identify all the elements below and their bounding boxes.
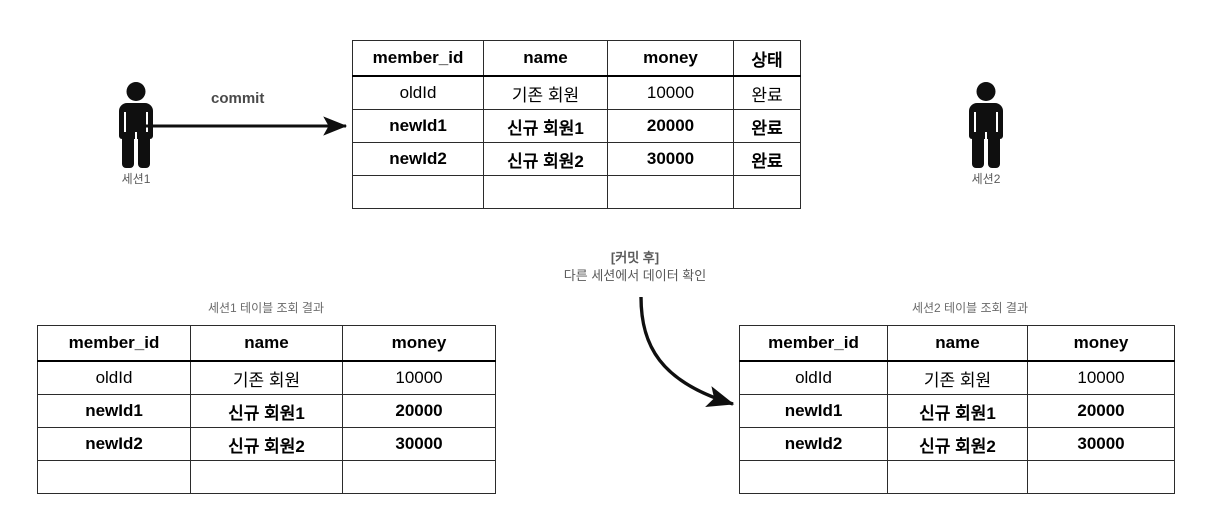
table-cell [607, 175, 734, 209]
table-cell [342, 460, 496, 494]
column-header: member_id [37, 325, 191, 362]
note-after-commit: [커밋 후] 다른 세션에서 데이터 확인 [540, 249, 730, 285]
person-arm-gap-left [124, 112, 126, 138]
table-cell [739, 460, 888, 494]
table-cell [37, 460, 191, 494]
table-cell: 완료 [733, 142, 801, 176]
person-icon-session2 [963, 82, 1009, 168]
table-cell: 신규 회원1 [887, 394, 1028, 428]
table-cell: 10000 [342, 360, 496, 395]
curved-arrow-icon-note [639, 296, 735, 407]
table-row-empty [352, 175, 801, 209]
table-cell: 30000 [607, 142, 734, 176]
table-cell [483, 175, 608, 209]
table-cell: 20000 [342, 394, 496, 428]
table-cell: newId1 [739, 394, 888, 428]
table-cell: 10000 [1027, 360, 1175, 395]
table-cell: 신규 회원1 [483, 109, 608, 143]
table-cell: 완료 [733, 109, 801, 143]
person-leg-left [972, 132, 984, 168]
table-cell: 신규 회원2 [887, 427, 1028, 461]
table-cell: 신규 회원2 [483, 142, 608, 176]
commit-arrow-label: commit [211, 90, 265, 107]
table-cell: 30000 [1027, 427, 1175, 461]
session1-label: 세션1 [121, 172, 151, 186]
table-cell: newId2 [352, 142, 484, 176]
column-header: money [607, 40, 734, 77]
table-cell [887, 460, 1028, 494]
table-cell: 신규 회원2 [190, 427, 343, 461]
note-title: [커밋 후] [610, 250, 660, 265]
column-header: name [887, 325, 1028, 362]
table-cell: 20000 [1027, 394, 1175, 428]
session2-label: 세션2 [971, 172, 1001, 186]
person-head [126, 82, 146, 101]
person-leg-right [988, 132, 1000, 168]
person-leg-right [138, 132, 150, 168]
table-cell [190, 460, 343, 494]
person-icon-session1 [113, 82, 159, 168]
table-cell: newId1 [37, 394, 191, 428]
table-cell: newId2 [739, 427, 888, 461]
session1-result-caption: 세션1 테이블 조회 결과 [207, 301, 325, 315]
table-cell [1027, 460, 1175, 494]
person-leg-left [122, 132, 134, 168]
table-cell: 기존 회원 [483, 75, 608, 110]
table-cell [352, 175, 484, 209]
person-arm-gap-left [974, 112, 976, 138]
table-cell: 10000 [607, 75, 734, 110]
table-cell: newId1 [352, 109, 484, 143]
table-cell: 30000 [342, 427, 496, 461]
table-cell: oldId [352, 75, 484, 110]
table-cell: oldId [37, 360, 191, 395]
session2-result-caption: 세션2 테이블 조회 결과 [911, 301, 1029, 315]
person-arm-gap-right [996, 112, 998, 138]
table-cell: 신규 회원1 [190, 394, 343, 428]
column-header: member_id [739, 325, 888, 362]
column-header: money [342, 325, 496, 362]
person-head [976, 82, 996, 101]
note-subtitle: 다른 세션에서 데이터 확인 [563, 268, 707, 283]
column-header: 상태 [733, 40, 801, 77]
table-cell: 20000 [607, 109, 734, 143]
column-header: member_id [352, 40, 484, 77]
table-row-empty [37, 460, 496, 494]
person-leg-gap [985, 132, 987, 168]
table-cell: 완료 [733, 75, 801, 110]
column-header: money [1027, 325, 1175, 362]
column-header: name [483, 40, 608, 77]
table-cell [733, 175, 801, 209]
table-cell: 기존 회원 [190, 360, 343, 395]
table-cell: newId2 [37, 427, 191, 461]
column-header: name [190, 325, 343, 362]
table-cell: oldId [739, 360, 888, 395]
person-leg-gap [135, 132, 137, 168]
table-row-empty [739, 460, 1175, 494]
table-cell: 기존 회원 [887, 360, 1028, 395]
